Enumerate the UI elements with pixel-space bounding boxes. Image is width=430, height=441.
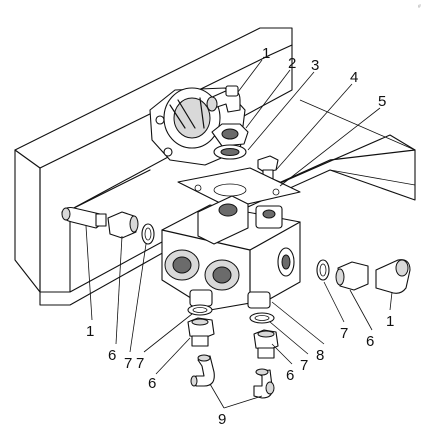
- callout-right-7: 7: [340, 325, 348, 342]
- callout-left-1: 1: [86, 323, 94, 340]
- callout-bottom-left-7: 7: [136, 355, 144, 372]
- leader-lines: [85, 59, 393, 409]
- bottom-center-adapter: [253, 329, 279, 359]
- bottom-left-elbow: [190, 354, 215, 387]
- right-elbow-fitting: [375, 259, 411, 294]
- callout-top-4: 4: [350, 69, 358, 86]
- right-o-ring: [316, 259, 330, 281]
- callouts: 1 2 3 4 5 1 6 7 6 7 6 7 8 7 6 1 9: [86, 45, 394, 428]
- callout-top-1: 1: [262, 45, 270, 62]
- callout-right-6: 6: [366, 333, 374, 350]
- valve-block: [161, 195, 301, 311]
- callout-bottom-9: 9: [218, 411, 226, 428]
- callout-top-5: 5: [378, 93, 386, 110]
- gasket-plate: [177, 167, 301, 209]
- right-union-adapter: [335, 261, 369, 291]
- bottom-left-o-ring: [187, 304, 213, 316]
- callout-bottom-left-6: 6: [148, 375, 156, 392]
- left-o-ring: [141, 223, 155, 245]
- bottom-left-adapter: [187, 317, 215, 347]
- callout-top-3: 3: [311, 57, 319, 74]
- upper-washer: [213, 144, 247, 160]
- callout-bottom-center-6: 6: [286, 367, 294, 384]
- callout-right-1: 1: [386, 313, 394, 330]
- bottom-center-o-ring: [249, 312, 275, 324]
- corner-mark: #: [418, 4, 421, 10]
- callout-bottom-center-8: 8: [316, 347, 324, 364]
- bottom-center-elbow: [253, 368, 275, 399]
- callout-bottom-center-7: 7: [300, 357, 308, 374]
- upper-elbow-fitting: [206, 85, 241, 113]
- callout-left-7: 7: [124, 355, 132, 372]
- left-elbow-fitting: [61, 206, 107, 229]
- callout-top-2: 2: [288, 55, 296, 72]
- callout-left-6: 6: [108, 347, 116, 364]
- left-union-adapter: [107, 211, 139, 239]
